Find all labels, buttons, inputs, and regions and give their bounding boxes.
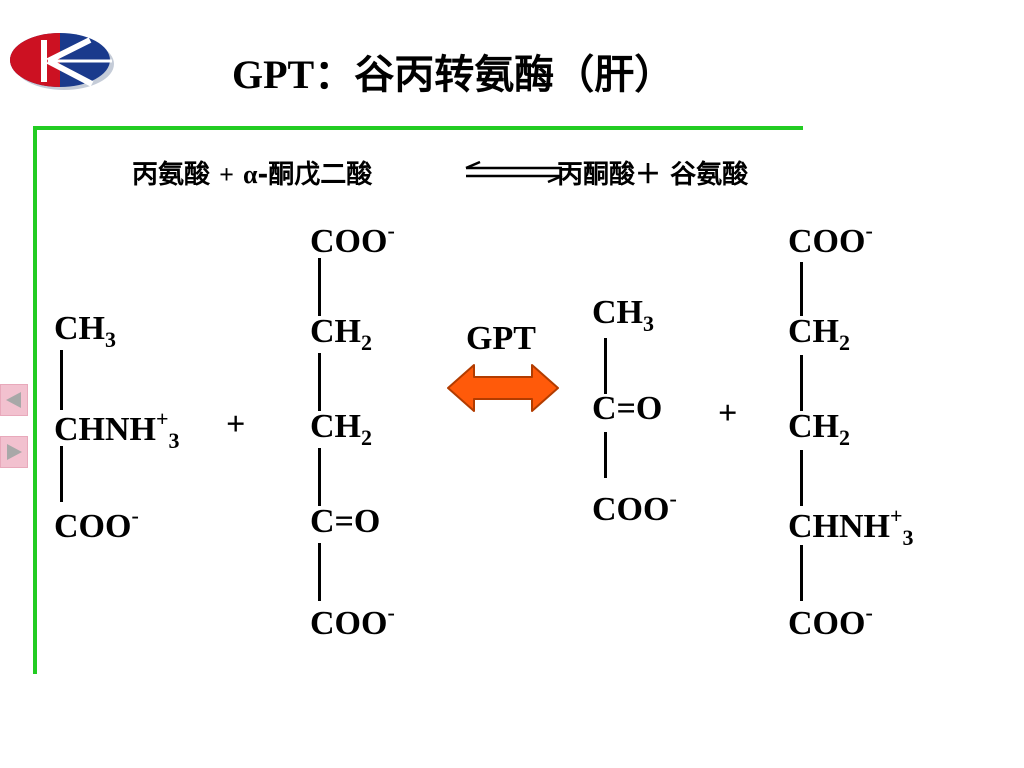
next-triangle-icon [7,444,22,460]
equation-plus: + [219,160,234,189]
pyruvate-ch3: CH3 [592,294,654,336]
next-slide-button[interactable] [0,436,28,468]
product-pyruvate: 丙酮酸＋ [557,160,662,190]
alanine-coo: COO- [54,503,139,545]
plus-sign-left: + [226,406,246,443]
glutamate-ch2-a: CH2 [788,313,850,355]
previous-slide-button[interactable] [0,384,28,416]
reactant-alanine: 丙氨酸 [132,160,211,190]
alpha-symbol: α [242,160,258,189]
glutamate-bond-4 [800,545,803,601]
alanine-chnh3: CHNH+3 [54,406,180,453]
enzyme-label: GPT [466,320,536,357]
title-enzyme-name: ：谷丙转氨酶（肝） [314,52,675,98]
pyruvate-co: C=O [592,390,663,427]
plus-sign-right: + [718,395,738,432]
glutamate-ch2-b: CH2 [788,408,850,450]
ketoglutarate-co: C=O [310,503,381,540]
alanine-bond-1 [60,350,63,410]
reactant-ketoglutarate: -酮戊二酸 [257,160,373,190]
double-harpoon-arrow-icon [465,160,563,184]
pyruvate-bond-2 [604,432,607,478]
ketoglutarate-bond-2 [318,353,321,411]
glutamate-coo-top: COO- [788,218,873,260]
logo-emblem [10,33,114,90]
ketoglutarate-bond-1 [318,258,321,316]
ketoglutarate-bond-4 [318,543,321,601]
glutamate-bond-3 [800,450,803,506]
frame-left-line [33,126,37,674]
previous-triangle-icon [6,392,21,408]
glutamate-bond-2 [800,355,803,411]
ketoglutarate-bond-3 [318,448,321,506]
ketoglutarate-coo-top: COO- [310,218,395,260]
pyruvate-coo: COO- [592,486,677,528]
product-glutamate: 谷氨酸 [670,160,749,190]
title-abbrev: GPT [232,52,315,97]
ketoglutarate-ch2-b: CH2 [310,408,372,450]
equation-products: 丙酮酸＋ 谷氨酸 [557,154,748,191]
slide-title: GPT：谷丙转氨酶（肝） [232,42,674,100]
glutamate-chnh3: CHNH+3 [788,503,914,550]
frame-top-line [33,126,803,130]
equation-reactants: 丙氨酸 + α-酮戊二酸 [132,154,372,191]
ketoglutarate-coo-bottom: COO- [310,600,395,642]
pyruvate-bond-1 [604,338,607,394]
alanine-bond-2 [60,446,63,502]
glutamate-bond-1 [800,262,803,316]
alanine-ch3: CH3 [54,310,116,352]
glutamate-coo-bottom: COO- [788,600,873,642]
ketoglutarate-ch2-a: CH2 [310,313,372,355]
orange-double-arrow-icon [447,364,559,412]
